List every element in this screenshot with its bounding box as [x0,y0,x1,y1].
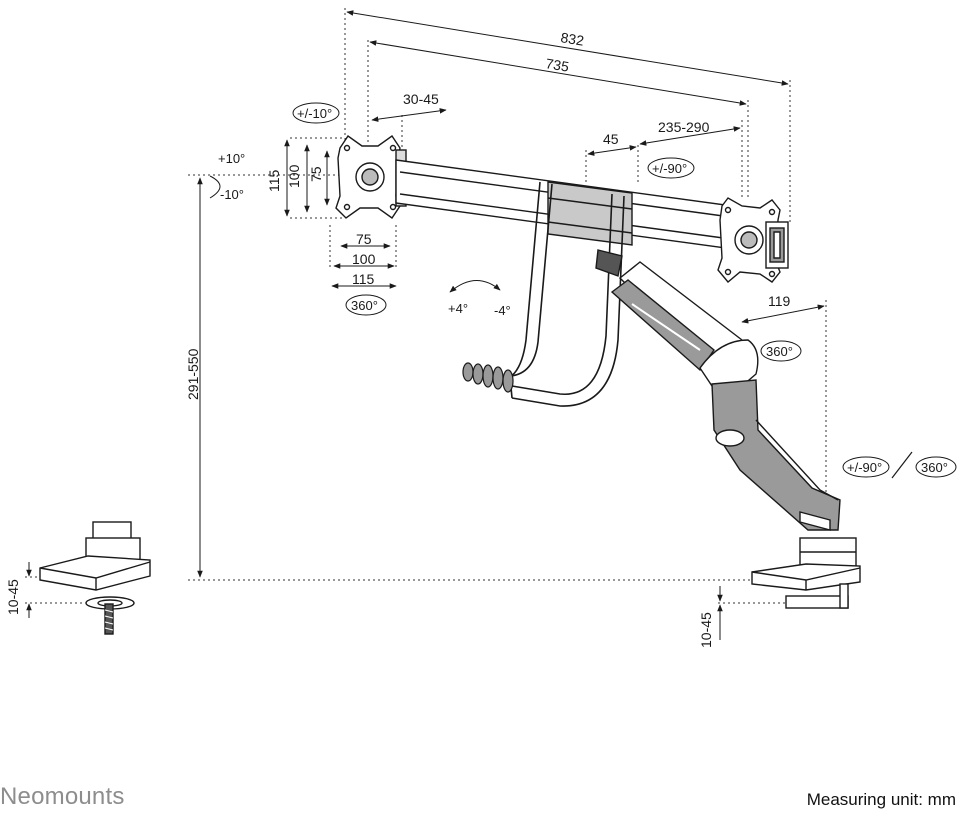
angle-rotate-left: 360° [351,298,378,313]
label-vesa-v-mid: 100 [286,164,302,188]
label-desk-thickness-right: 10-45 [698,612,714,648]
right-vesa-plate [717,197,789,283]
swivel-base-badge [842,456,890,478]
rotate-left-badge [345,294,387,316]
rotation-arrows [209,175,913,479]
small-clamp-view [39,521,151,635]
label-vesa-h-inner: 75 [356,231,372,247]
label-arm-offset: 30-45 [403,91,439,107]
label-bar-width: 735 [545,55,571,75]
angle-swivel-top: +/-90° [652,161,687,176]
tilt-side-badge [292,102,340,124]
label-vesa-v-outer: 115 [266,169,282,192]
handle [462,181,625,407]
angle-labels [292,102,957,478]
label-desk-thickness-left: 10-45 [5,579,21,615]
angle-texts: +/-10° +10° -10° 360° +/-90° +4° -4° 360… [218,106,948,475]
angle-rotate-base: 360° [921,460,948,475]
crossbar [395,159,741,251]
angle-tilt-up: +10° [218,151,245,166]
label-height-range: 291-550 [185,348,201,400]
rotate-base-badge [915,456,957,478]
angle-tilt-side: +/-10° [297,106,332,121]
label-vesa-v-inner: 75 [308,166,324,182]
gas-spring-arm [595,249,841,531]
rotate-right-badge [760,340,802,362]
swivel-top-badge [647,157,695,179]
desk-clamp [751,537,861,609]
brand-logo-text: Neomounts [0,783,125,810]
angle-tilt-down: -10° [220,187,244,202]
label-depth-offset: 119 [768,293,791,309]
angle-tilt-bar-up: +4° [448,301,468,316]
handle-grip [462,362,514,393]
angle-tilt-bar-down: -4° [494,303,511,318]
reference-lines [25,8,827,604]
angle-swivel-base: +/-90° [847,460,882,475]
dimension-lines [26,10,825,640]
dimension-labels: 832 735 30-45 45 235-290 119 291-550 10-… [5,29,791,648]
label-vesa-h-outer: 115 [352,271,375,287]
label-vesa-h-mid: 100 [352,251,376,267]
label-clamp-offset: 45 [603,131,619,147]
angle-rotate-right: 360° [766,344,793,359]
measuring-unit-note: Measuring unit: mm [806,790,956,809]
label-slide-range: 235-290 [658,119,710,135]
label-overall-width: 832 [560,29,586,49]
